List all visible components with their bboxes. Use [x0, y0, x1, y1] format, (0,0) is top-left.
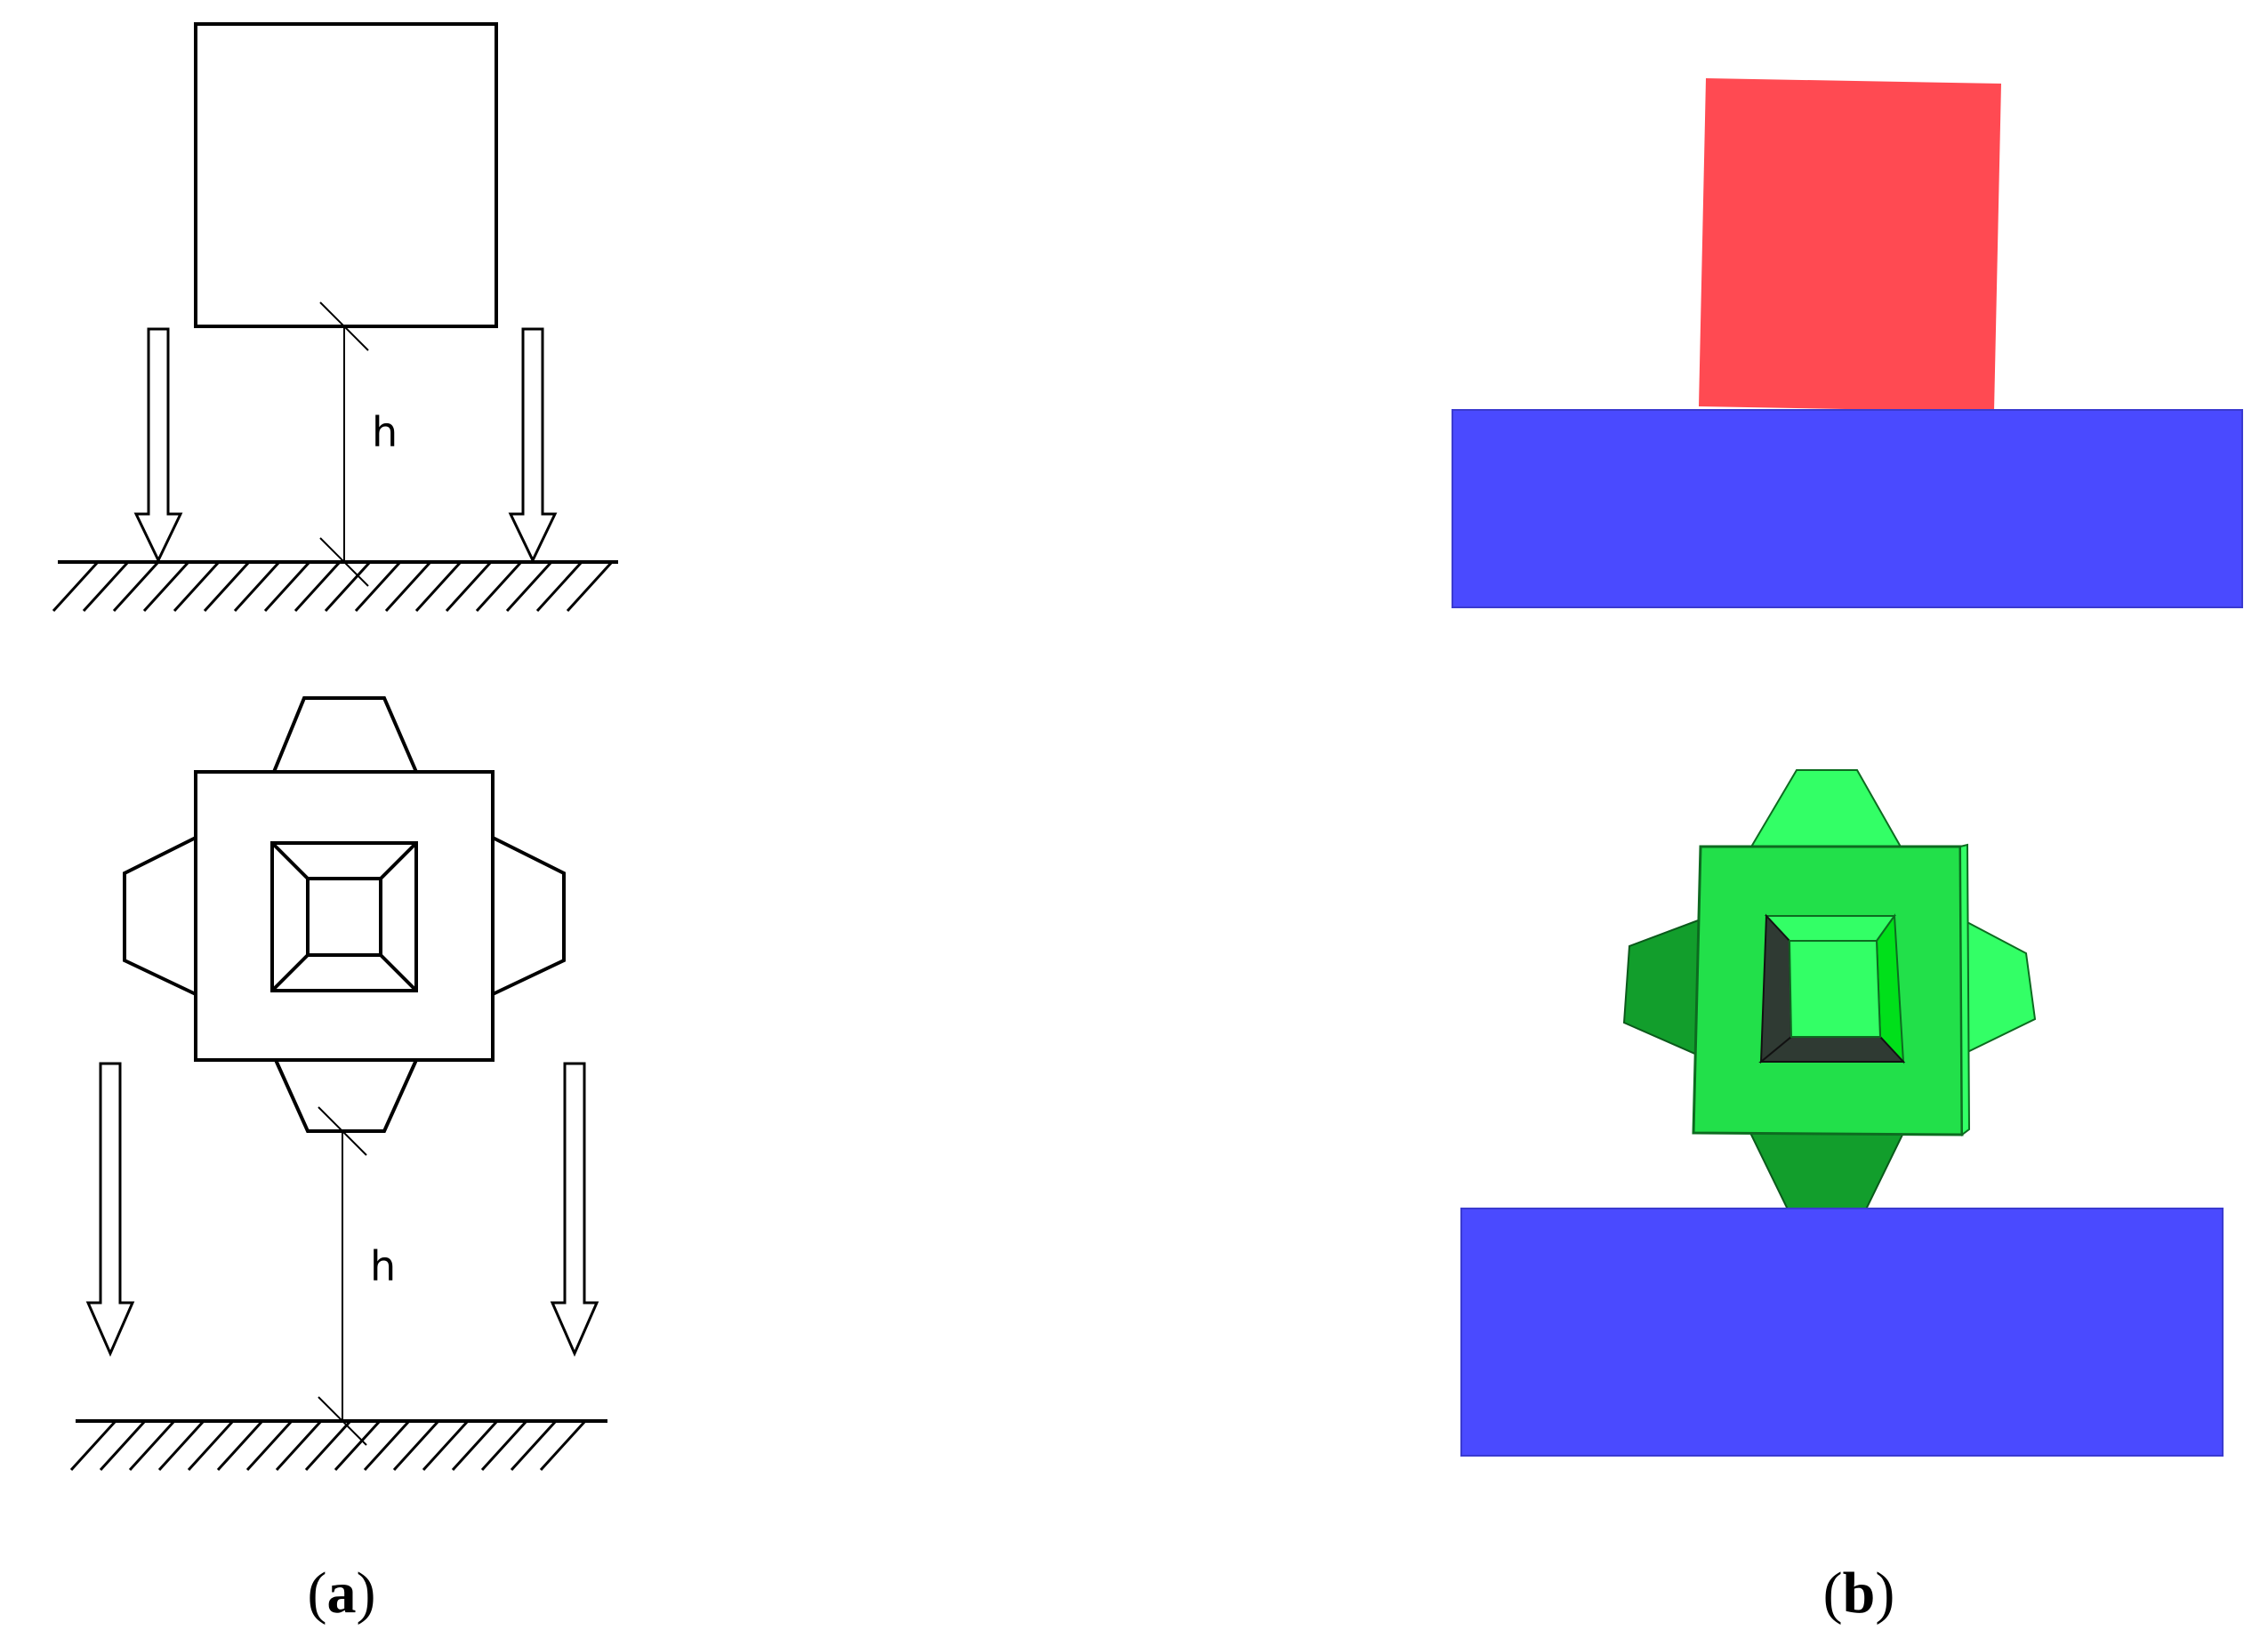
hatch-stroke	[363, 1419, 411, 1472]
hatch-stroke	[216, 1419, 264, 1472]
protector-top	[272, 696, 418, 773]
hatch-stroke	[324, 560, 372, 613]
protector-left	[123, 836, 197, 996]
hatch-stroke	[334, 1419, 382, 1472]
hatch-stroke	[128, 1419, 176, 1472]
package-drop-schematic: h	[69, 696, 607, 1472]
panel-b-caption: (b)	[1823, 1561, 1895, 1626]
recess-edge	[379, 953, 418, 992]
hatch-stroke	[82, 560, 130, 613]
dimension-tick-top	[318, 1106, 367, 1156]
panel-b: (b)	[1452, 78, 2243, 1626]
dimension-tick-top	[319, 301, 369, 351]
ground-hatching-top	[52, 560, 614, 613]
green-package-side	[1958, 843, 1971, 1136]
recess-edge	[270, 953, 310, 992]
hatch-stroke	[245, 1419, 294, 1472]
hatch-stroke	[69, 1419, 117, 1472]
hatch-stroke	[384, 560, 432, 613]
recess-edge	[270, 841, 310, 880]
hatch-stroke	[354, 560, 402, 613]
hatch-stroke	[233, 560, 281, 613]
hatch-stroke	[52, 560, 100, 613]
hatch-stroke	[392, 1419, 440, 1472]
cube-outline	[194, 22, 498, 328]
green-protector-left	[1622, 918, 1702, 1056]
hatch-stroke	[304, 1419, 352, 1472]
hatch-stroke	[414, 560, 462, 613]
inner-recess-inner	[306, 877, 382, 957]
hatch-stroke	[203, 560, 251, 613]
hatch-stroke	[535, 560, 583, 613]
down-arrow-right	[550, 1062, 599, 1357]
inner-recess-outer	[270, 841, 418, 992]
hatch-stroke	[451, 1419, 499, 1472]
package-outline	[194, 770, 495, 1062]
green-protector-bottom	[1749, 1132, 1905, 1210]
height-label-bottom: h	[370, 1242, 396, 1290]
hatch-stroke	[445, 560, 493, 613]
panel-a: h h	[52, 22, 618, 1626]
blue-base-top	[1452, 409, 2243, 608]
panel-a-caption: (a)	[308, 1561, 376, 1626]
hatch-stroke	[173, 560, 221, 613]
hatch-stroke	[157, 1419, 205, 1472]
hatch-stroke	[510, 1419, 558, 1472]
red-cube	[1699, 78, 2001, 412]
hatch-stroke	[566, 560, 614, 613]
hatch-stroke	[422, 1419, 470, 1472]
package-drop-model	[1460, 769, 2224, 1457]
blue-base-bottom	[1460, 1208, 2224, 1457]
cube-drop-schematic: h	[52, 22, 618, 613]
height-label-top: h	[372, 408, 398, 456]
recess-floor	[1788, 940, 1882, 1038]
ground-hatching-bottom	[69, 1419, 587, 1472]
down-arrow-right	[508, 327, 558, 564]
hatch-stroke	[294, 560, 342, 613]
down-arrow-left	[85, 1062, 135, 1357]
hatch-stroke	[475, 560, 523, 613]
hatch-stroke	[480, 1419, 528, 1472]
hatch-stroke	[505, 560, 553, 613]
recess-edge	[379, 841, 418, 880]
hatch-stroke	[263, 560, 311, 613]
hatch-stroke	[187, 1419, 235, 1472]
hatch-stroke	[142, 560, 190, 613]
green-protector-top	[1749, 769, 1903, 849]
hatch-stroke	[275, 1419, 323, 1472]
hatch-stroke	[112, 560, 160, 613]
down-arrow-left	[133, 327, 183, 564]
hatch-stroke	[539, 1419, 587, 1472]
green-protector-right	[1961, 918, 2037, 1056]
cube-drop-model	[1452, 78, 2243, 608]
protector-right	[492, 836, 566, 996]
hatch-stroke	[99, 1419, 147, 1472]
protector-bottom	[274, 1059, 418, 1133]
